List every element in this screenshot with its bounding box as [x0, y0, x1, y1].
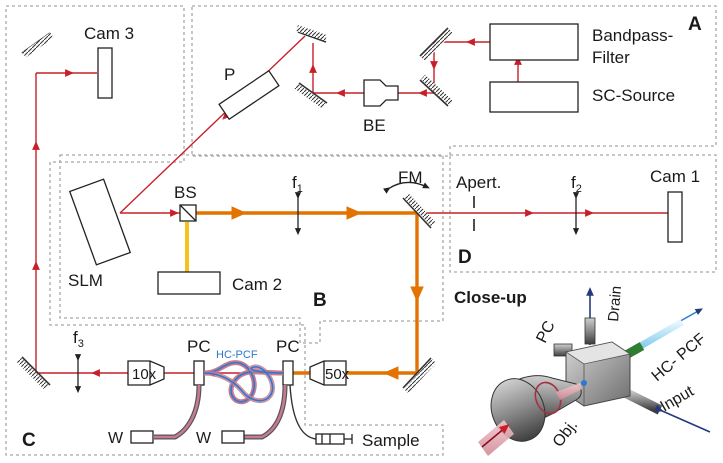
- pc-left-cell: [193, 360, 205, 386]
- aperture-label: Apert.: [456, 173, 501, 192]
- sc-source-label: SC-Source: [592, 86, 675, 105]
- mirror-bottom-left: [16, 356, 51, 391]
- region-a-label: A: [688, 14, 702, 35]
- beam-splitter: [179, 204, 197, 222]
- bandpass-label-line2: Filter: [592, 48, 630, 67]
- closeup-drain-label: Drain: [605, 285, 625, 322]
- fiber-label: HC-PCF: [216, 349, 258, 361]
- objective-10x-label: 10x: [132, 366, 157, 383]
- bandpass-label-line1: Bandpass-: [592, 26, 673, 45]
- region-c-label: C: [22, 430, 36, 451]
- tubing-waste-left: [154, 384, 202, 440]
- lens-f1-label: f1: [292, 173, 303, 195]
- region-a-border: [191, 5, 717, 157]
- mirror-bottom-right-a: [419, 74, 454, 107]
- beam-splitter-label: BS: [174, 183, 197, 202]
- hc-pcf-fiber-coil: [203, 360, 284, 405]
- waste-left-container: [130, 430, 154, 444]
- flip-mirror: [402, 192, 437, 229]
- region-b-border: [59, 154, 444, 344]
- flip-arrow: [383, 181, 430, 194]
- cam1-label: Cam 1: [650, 167, 700, 186]
- sample-line: [289, 384, 317, 440]
- sample-syringe: [315, 433, 353, 445]
- region-b-label: B: [313, 290, 327, 311]
- objective-50x: [309, 360, 347, 386]
- cam3-label: Cam 3: [84, 24, 134, 43]
- pc-right-cell: [282, 360, 294, 386]
- waste-left-label: W: [108, 430, 124, 447]
- lens-f2-label: f2: [571, 173, 582, 195]
- beam-expander: [363, 79, 399, 107]
- waste-right-label: W: [196, 430, 212, 447]
- mirror-top-right-a: [419, 27, 454, 62]
- mirror-top-left: [21, 32, 54, 58]
- slm: [68, 178, 132, 266]
- slm-label: SLM: [68, 271, 103, 290]
- bandpass-filter: [489, 23, 579, 61]
- mirror-bottom-right-b: [402, 357, 437, 394]
- pc-left-label: PC: [187, 337, 211, 356]
- mirror-left-be: [294, 82, 328, 109]
- sample-label: Sample: [362, 431, 420, 450]
- sc-source: [489, 81, 579, 113]
- cam3-sensor: [97, 47, 113, 99]
- waste-right-container: [221, 430, 245, 444]
- closeup-objective-label: Obj.: [550, 417, 581, 451]
- lens-f3-label: f3: [73, 328, 84, 350]
- closeup-input-label: Input: [658, 383, 698, 416]
- region-d-label: D: [458, 247, 472, 268]
- cam2-label: Cam 2: [232, 275, 282, 294]
- polarizer-label: P: [224, 65, 235, 84]
- beam-expander-label: BE: [363, 116, 386, 135]
- objective-10x: [127, 360, 165, 386]
- cam2-sensor: [157, 271, 221, 295]
- cam1-sensor: [667, 191, 683, 243]
- objective-50x-label: 50x: [325, 366, 350, 383]
- mirror-top-p: [296, 25, 327, 43]
- region-c-border: [5, 5, 444, 456]
- closeup-title: Close-up: [454, 288, 527, 307]
- pc-right-label: PC: [276, 337, 300, 356]
- closeup-illustration: [478, 287, 711, 456]
- tubing-waste-right: [244, 384, 288, 440]
- closeup-pc-label: PC: [533, 318, 558, 346]
- polarizer: [218, 69, 280, 121]
